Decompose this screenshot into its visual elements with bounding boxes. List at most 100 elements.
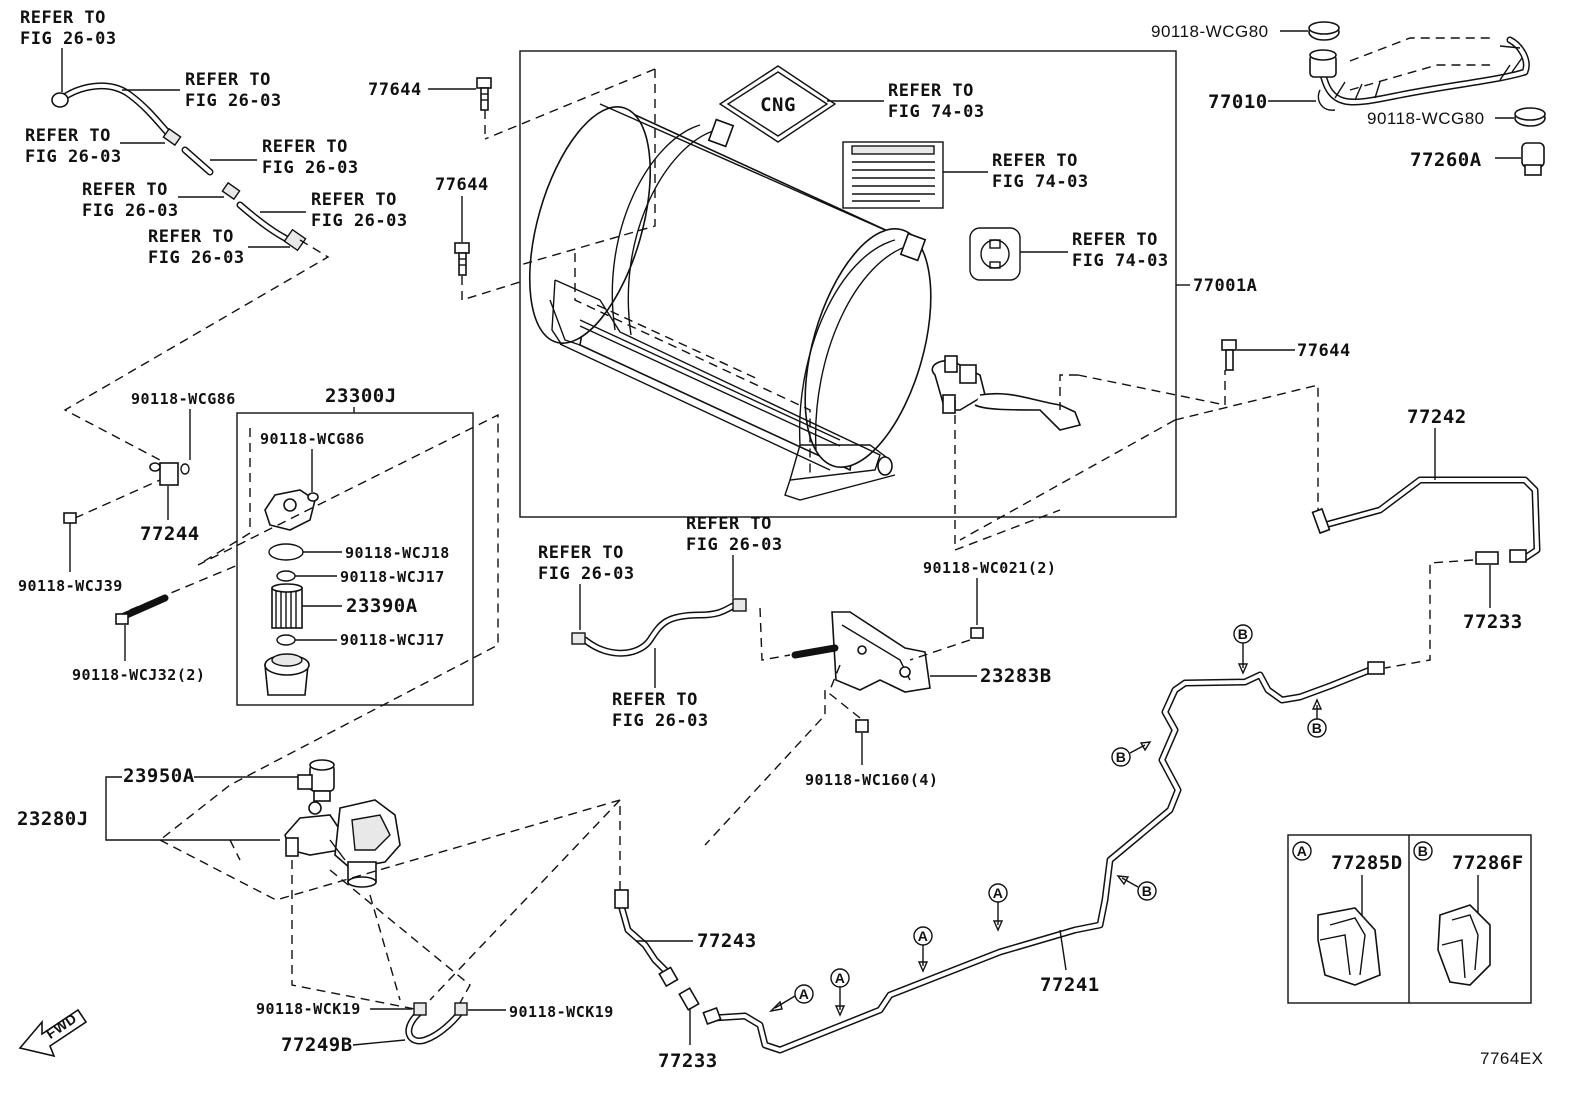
bolt-90118-wcj39: 90118-WCJ39 <box>18 512 123 595</box>
refer-label: FIG 26-03 <box>686 535 783 555</box>
nut-90118-wc160: 90118-WC160(4) <box>805 719 938 789</box>
part-label-90118-wcj17: 90118-WCJ17 <box>340 568 445 586</box>
part-label-23280J: 23280J <box>17 808 89 830</box>
legend-b-letter: B <box>1418 843 1429 859</box>
clip-77285D-icon <box>1317 907 1381 986</box>
pipe-77242 <box>1311 476 1541 563</box>
refer-label: FIG 26-03 <box>148 248 245 268</box>
refer-label: REFER TO <box>686 514 772 534</box>
refer-label: FIG 74-03 <box>992 172 1089 192</box>
part-label-90118-wcj32: 90118-WCJ32(2) <box>72 666 205 684</box>
bolt-77644-right: 77644 <box>1221 339 1351 371</box>
fitting-77260A: 77260A <box>1410 142 1545 176</box>
part-label-90118-wcj17: 90118-WCJ17 <box>340 631 445 649</box>
refer-label: REFER TO <box>1072 230 1158 250</box>
part-label-77644: 77644 <box>435 175 489 195</box>
refer-label: REFER TO <box>25 126 111 146</box>
part-label-90118-wcj18: 90118-WCJ18 <box>345 544 450 562</box>
refer-label: FIG 26-03 <box>262 158 359 178</box>
cng-tank <box>528 103 1082 501</box>
part-label-23950A: 23950A <box>123 765 195 787</box>
o-ring-90118-wcj17-lower: 90118-WCJ17 <box>276 631 445 649</box>
clip-marker-b: B <box>1116 875 1157 901</box>
clip-b-letter: B <box>1116 749 1127 765</box>
legend-a-letter: A <box>1297 843 1308 859</box>
part-label-90118-wcg80: 90118-WCG80 <box>1151 22 1269 41</box>
refer-label: FIG 74-03 <box>1072 251 1169 271</box>
clip-marker-a: A <box>768 984 814 1013</box>
pipe-77243 <box>614 889 679 988</box>
refer-label: REFER TO <box>311 190 397 210</box>
valve-label-icon <box>969 227 1021 281</box>
part-label-77010: 77010 <box>1208 91 1268 113</box>
part-label-77286F: 77286F <box>1452 852 1524 874</box>
filter-assembly-frame <box>236 412 474 706</box>
refer-label: REFER TO <box>82 180 168 200</box>
part-label-77242: 77242 <box>1407 406 1467 428</box>
refer-label: FIG 26-03 <box>25 147 122 167</box>
part-label-23283B: 23283B <box>980 665 1052 687</box>
refer-label: FIG 26-03 <box>185 91 282 111</box>
warning-label-icon <box>842 141 944 209</box>
bolt-77644-top: 77644 <box>368 77 492 111</box>
clip-marker-b: B <box>1111 741 1152 767</box>
clamp-90118-wcg80-bottom: 90118-WCG80 <box>1367 107 1546 128</box>
bracket-23283B <box>791 611 931 693</box>
middle-hose <box>571 598 747 657</box>
refer-label: FIG 26-03 <box>20 29 117 49</box>
part-label-77233: 77233 <box>658 1050 718 1072</box>
clip-a-letter: A <box>835 970 846 986</box>
part-label-90118-wcg86: 90118-WCG86 <box>131 390 236 408</box>
refer-label: REFER TO <box>185 70 271 90</box>
pipe-77241 <box>709 661 1385 1054</box>
union-77233-right: 77233 <box>1463 551 1523 633</box>
refer-label: REFER TO <box>20 8 106 28</box>
part-label-90118-wcg86: 90118-WCG86 <box>260 430 365 448</box>
diagram-code: 7764EX <box>1480 1049 1544 1068</box>
part-label-90118-wcj39: 90118-WCJ39 <box>18 577 123 595</box>
union-77233-bottom: 77233 <box>658 987 722 1072</box>
part-label-90118-wck19: 90118-WCK19 <box>509 1003 614 1021</box>
cng-label-diamond: CNG <box>718 65 837 143</box>
refer-label: REFER TO <box>992 151 1078 171</box>
part-label-77260A: 77260A <box>1410 149 1482 171</box>
part-label-77644: 77644 <box>1297 341 1351 361</box>
clip-a-letter: A <box>993 885 1004 901</box>
part-label-77243: 77243 <box>697 930 757 952</box>
clip-b-letter: B <box>1312 720 1323 736</box>
bolt-90118-wcj32: 90118-WCJ32(2) <box>72 594 205 684</box>
part-label-77233: 77233 <box>1463 611 1523 633</box>
clip-marker-a: A <box>830 968 850 1017</box>
refer-label: FIG 74-03 <box>888 102 985 122</box>
clip-a-letter: A <box>799 986 810 1002</box>
refer-label: REFER TO <box>888 81 974 101</box>
filter-element-23390A: 23390A <box>271 583 417 629</box>
refer-label: REFER TO <box>262 137 348 157</box>
part-label-77244: 77244 <box>140 523 200 545</box>
part-label-90118-wc021: 90118-WC021(2) <box>923 559 1056 577</box>
clip-legend: A 77285D B 77286F <box>1287 834 1532 1004</box>
part-label-90118-wck19: 90118-WCK19 <box>256 1000 361 1018</box>
hose-77010 <box>1309 36 1530 111</box>
fitting-77244: 90118-WCG86 77244 <box>131 390 236 545</box>
top-left-refer-labels: REFER TO FIG 26-03 REFER TO FIG 26-03 RE… <box>20 8 408 268</box>
regulator-23280J <box>284 799 401 888</box>
clip-b-letter: B <box>1142 883 1153 899</box>
bolt-90118-wc021: 90118-WC021(2) <box>923 559 1056 639</box>
refer-label: REFER TO <box>538 543 624 563</box>
part-label-77001A: 77001A <box>1193 276 1257 296</box>
filter-bowl <box>264 653 310 696</box>
part-label-77241: 77241 <box>1040 974 1100 996</box>
refer-label: FIG 26-03 <box>311 211 408 231</box>
part-label-77644: 77644 <box>368 80 422 100</box>
clip-a-letter: A <box>918 928 929 944</box>
refer-label: FIG 26-03 <box>82 201 179 221</box>
bolt-77644-mid: 77644 <box>435 175 489 276</box>
hose-77249B <box>405 1002 468 1045</box>
o-ring-90118-wcj18: 90118-WCJ18 <box>268 543 450 562</box>
clip-marker-b: B <box>1307 698 1327 738</box>
part-label-77249B: 77249B <box>281 1034 353 1056</box>
filter-head <box>264 489 319 531</box>
part-label-77285D: 77285D <box>1331 852 1403 874</box>
